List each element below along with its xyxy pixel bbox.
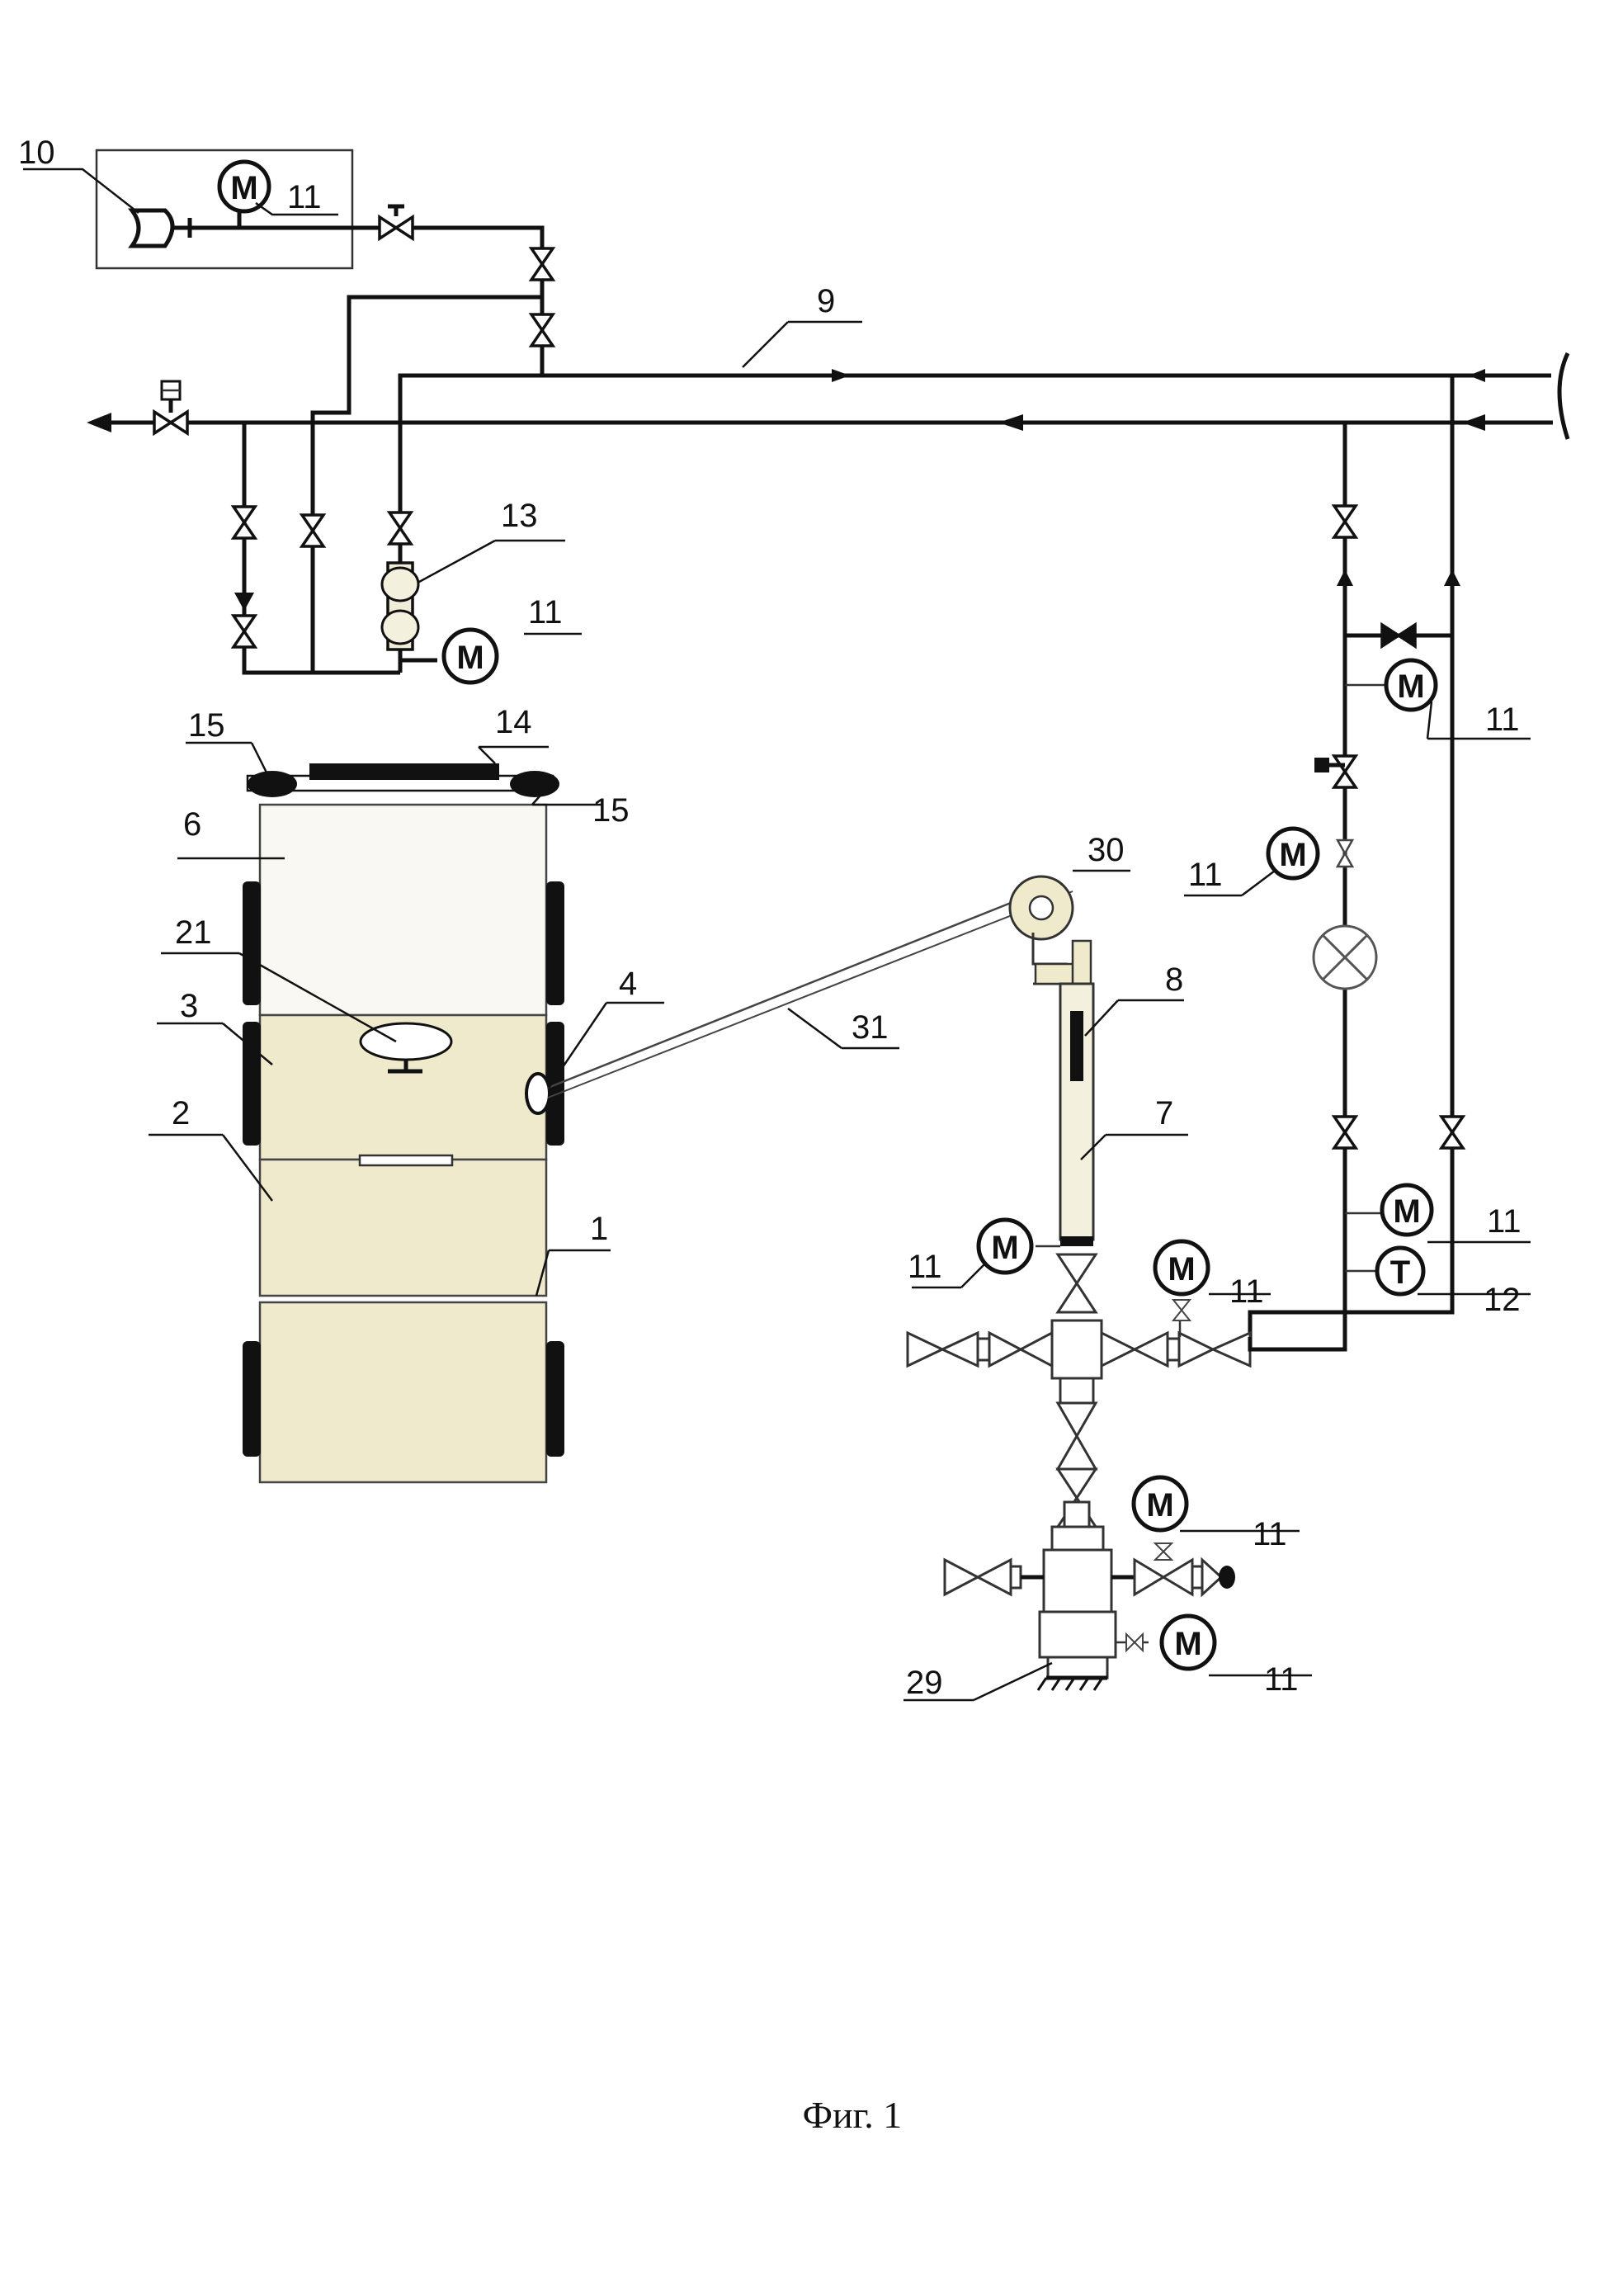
source-valve [378, 215, 414, 240]
label-9: 9 [817, 283, 835, 319]
label-11-separator: 11 [528, 594, 563, 631]
label-11-right-1: 11 [1485, 702, 1520, 738]
manometer-lower-wing: M [1131, 1475, 1189, 1533]
label-11-source: 11 [287, 179, 322, 215]
label-15-right: 15 [592, 792, 630, 829]
body-2 [258, 1158, 548, 1297]
svg-text:M: M [1168, 1251, 1195, 1287]
top-piping: M [87, 149, 1570, 1337]
svg-text:T: T [1390, 1254, 1410, 1291]
figure-caption: Фиг. 1 [803, 2094, 903, 2136]
chassis-rear [258, 1301, 548, 1484]
svg-text:M: M [991, 1230, 1018, 1266]
label-15-left: 15 [188, 707, 225, 744]
gas-source-box [95, 149, 354, 270]
svg-text:M: M [1146, 1487, 1173, 1524]
label-30: 30 [1088, 832, 1125, 868]
cable-31 [547, 896, 1024, 1089]
label-11-wing: 11 [1229, 1273, 1264, 1310]
tool-8 [1070, 1011, 1083, 1081]
svg-text:M: M [230, 170, 257, 206]
outlet-control-valve [153, 410, 189, 435]
track [546, 1341, 564, 1457]
manometer-right-1: M [1384, 658, 1438, 712]
label-11-right-2: 11 [1188, 857, 1223, 893]
leader-lines [23, 168, 1531, 1702]
roller-15-right [510, 771, 559, 797]
number-labels: 10 11 9 13 11 14 15 15 6 21 3 2 4 1 31 3… [18, 135, 1522, 1701]
label-8: 8 [1165, 961, 1183, 998]
track [546, 881, 564, 1005]
roller-15-left [248, 771, 297, 797]
manometer-right-3: M [1380, 1183, 1434, 1237]
branch-valve-2 [232, 614, 257, 649]
manometer-right-2: M [1266, 826, 1320, 881]
manometer-source: M [217, 159, 271, 214]
label-10: 10 [18, 135, 55, 171]
label-31: 31 [852, 1009, 889, 1046]
flow-meter [1312, 924, 1378, 990]
svg-text:M: M [1279, 837, 1306, 873]
cab-6 [258, 803, 548, 1017]
track [243, 1341, 261, 1457]
wellhead: M M [906, 875, 1347, 1691]
thermometer-12: T [1375, 1245, 1426, 1297]
vehicle [243, 763, 564, 1484]
element-21 [359, 1022, 453, 1074]
label-12: 12 [1484, 1282, 1521, 1318]
label-29: 29 [906, 1665, 943, 1701]
gas-source-symbol [127, 208, 175, 248]
track [546, 1022, 564, 1146]
label-11-lubricator: 11 [908, 1249, 942, 1285]
svg-text:M: M [1393, 1193, 1420, 1230]
label-2: 2 [172, 1095, 190, 1131]
branch-valve-4 [388, 511, 413, 546]
label-13: 13 [501, 498, 538, 534]
label-11-casing: 11 [1264, 1661, 1299, 1698]
right-valve-top [1333, 504, 1357, 539]
valve-vertical-1 [530, 247, 554, 281]
track [243, 881, 261, 1005]
label-3: 3 [180, 988, 198, 1024]
manometer-separator: M [441, 627, 499, 685]
valve-vertical-2 [530, 313, 554, 347]
bypass-valve [1380, 623, 1417, 648]
label-4: 4 [619, 966, 637, 1002]
right-valve-lower [1333, 1115, 1357, 1150]
source-valve-stem [388, 204, 404, 216]
branch-valve-1 [232, 505, 257, 540]
label-11-lower-wing: 11 [1253, 1516, 1287, 1552]
label-1: 1 [590, 1211, 608, 1247]
svg-text:M: M [1397, 668, 1424, 705]
casing-head-29 [1038, 1610, 1117, 1659]
manometer-wing: M [1153, 1239, 1210, 1297]
svg-text:M: M [456, 640, 484, 676]
manometer-casing: M [1159, 1613, 1217, 1671]
svg-text:M: M [1174, 1626, 1201, 1662]
branch-valve-3 [300, 513, 325, 548]
actuated-valve [1333, 754, 1357, 789]
outlet-arrow [87, 413, 111, 432]
label-6: 6 [183, 806, 201, 843]
separator-13 [380, 561, 420, 651]
right-valve-outer [1440, 1115, 1465, 1150]
manometer-lubricator: M [976, 1217, 1034, 1275]
label-11-right-3: 11 [1487, 1203, 1522, 1240]
label-7: 7 [1155, 1095, 1173, 1131]
label-21: 21 [175, 914, 212, 951]
track [243, 1022, 261, 1146]
label-14: 14 [495, 704, 532, 740]
winch-4 [525, 1072, 551, 1115]
